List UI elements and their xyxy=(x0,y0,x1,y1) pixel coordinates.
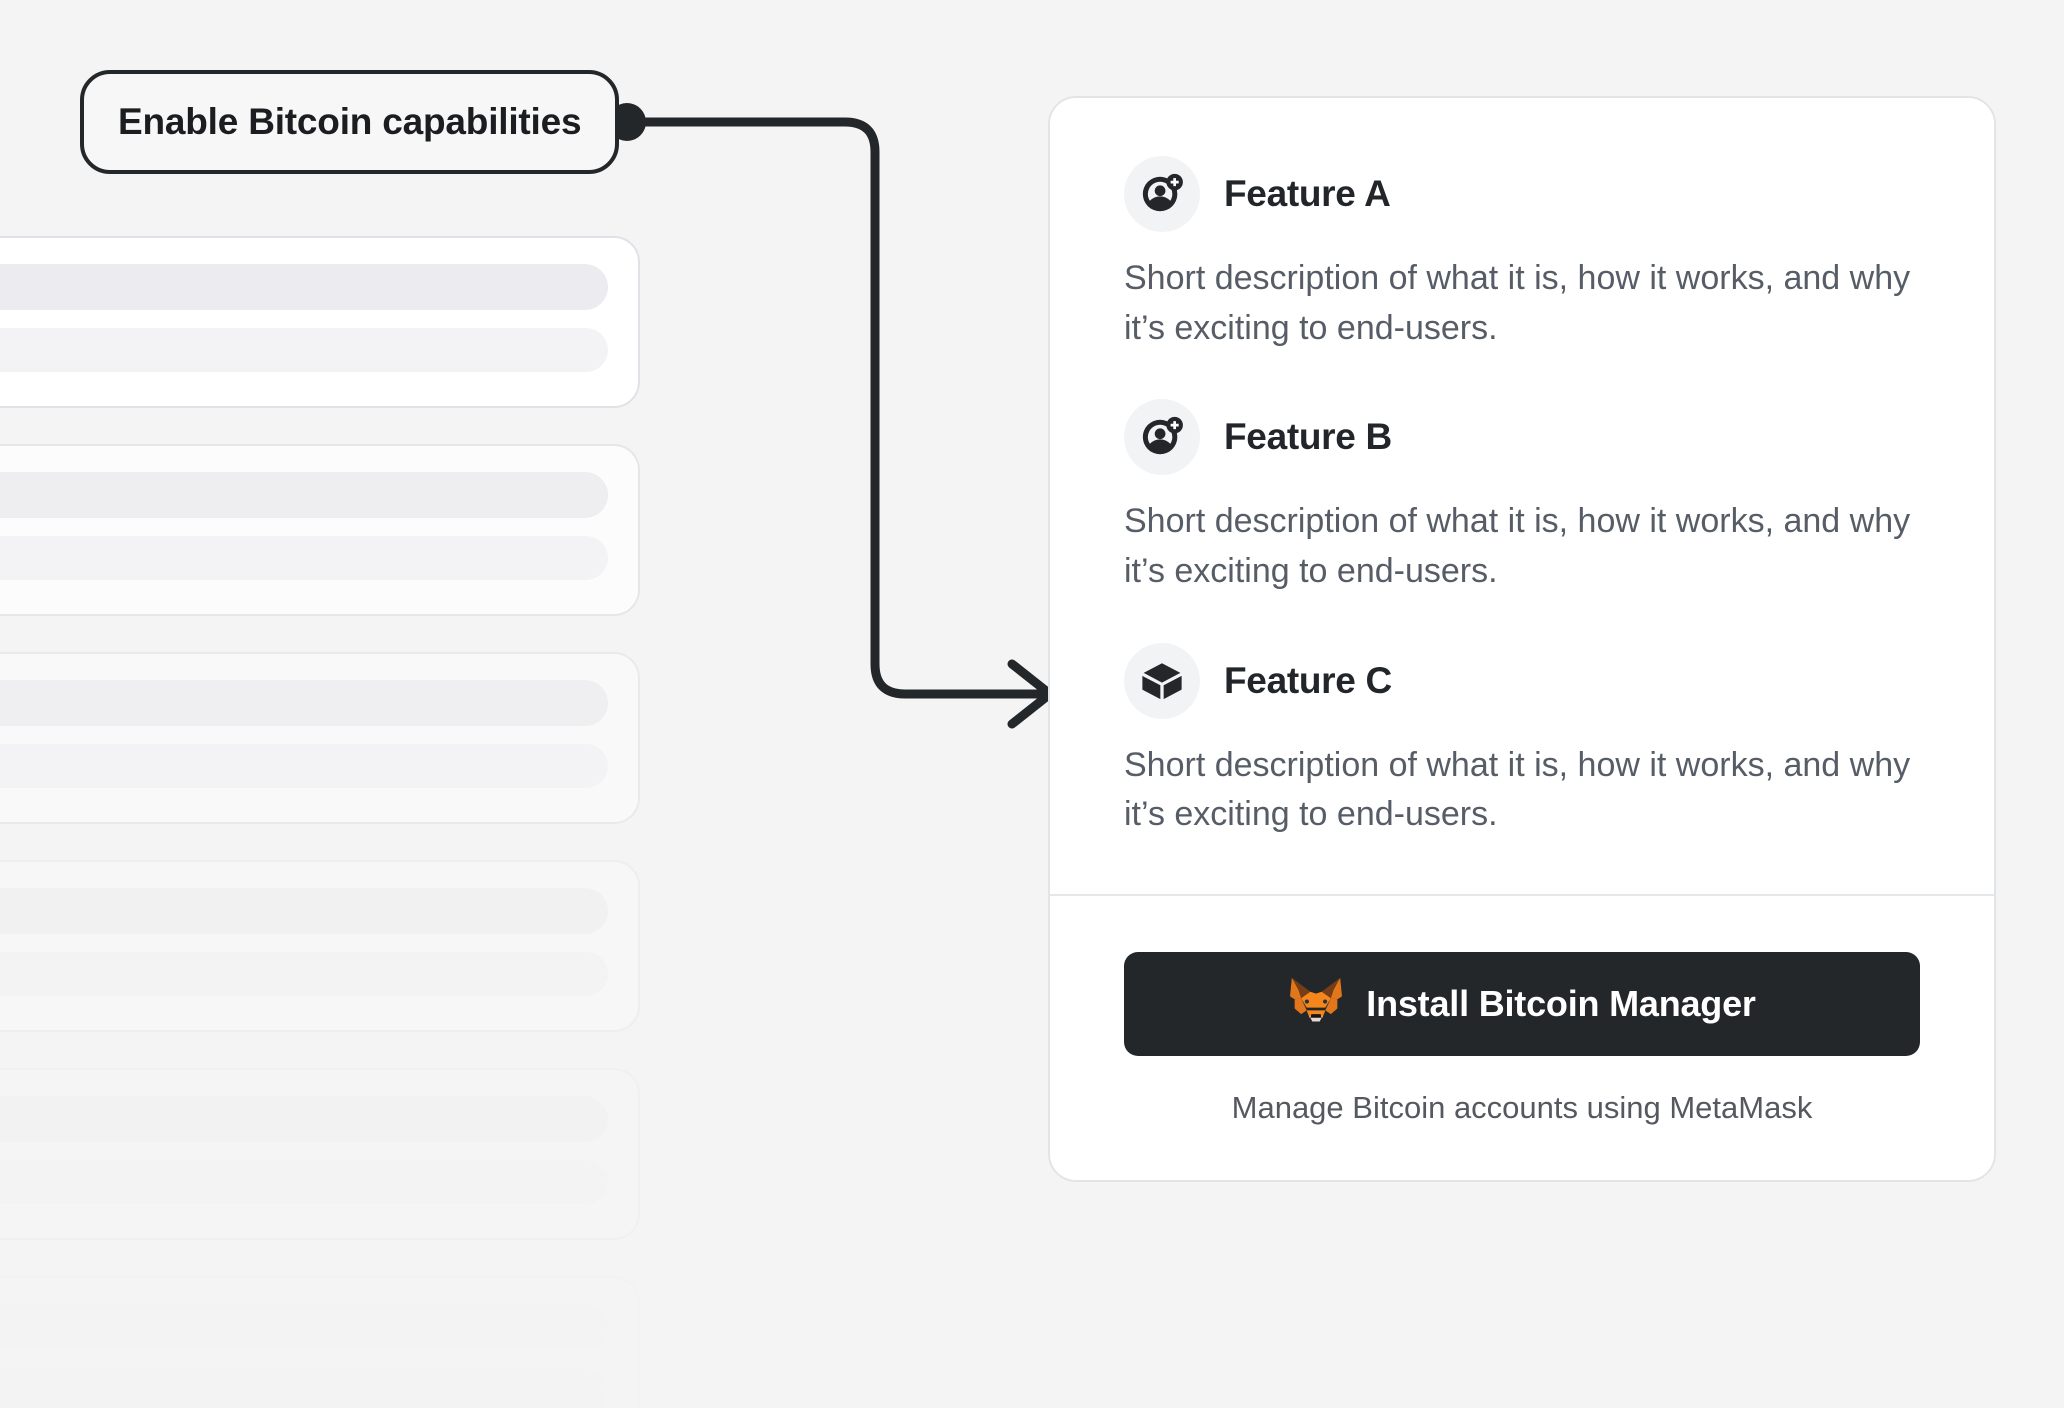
feature-title: Feature C xyxy=(1224,659,1392,701)
panel-footer: Install Bitcoin Manager Manage Bitcoin a… xyxy=(1050,896,1994,1180)
skeleton-bar-secondary xyxy=(0,536,608,580)
skeleton-bar-primary xyxy=(0,680,608,726)
feature-title: Feature B xyxy=(1224,416,1392,458)
skeleton-bar-primary xyxy=(0,264,608,310)
add-account-icon xyxy=(1124,156,1200,232)
install-bitcoin-manager-button[interactable]: Install Bitcoin Manager xyxy=(1124,951,1920,1056)
skeleton-bar-primary xyxy=(0,1304,608,1350)
skeleton-card xyxy=(0,236,640,408)
skeleton-card xyxy=(0,1068,640,1240)
cube-icon xyxy=(1124,642,1200,719)
add-account-icon xyxy=(1124,399,1200,476)
skeleton-bar-primary xyxy=(0,472,608,518)
skeleton-card-list xyxy=(0,236,640,1408)
panel-divider xyxy=(1050,893,1994,896)
feature-heading-row: Feature B xyxy=(1124,399,1920,476)
feature-panel: Feature A Short description of what it i… xyxy=(1048,96,1996,1182)
feature-description: Short description of what it is, how it … xyxy=(1124,745,1911,834)
skeleton-bar-secondary xyxy=(0,1368,608,1408)
skeleton-bar-secondary xyxy=(0,744,608,788)
install-caption: Manage Bitcoin accounts using MetaMask xyxy=(1231,1089,1813,1125)
callout-pill-label: Enable Bitcoin capabilities xyxy=(118,101,582,142)
skeleton-card xyxy=(0,444,640,616)
skeleton-bar-secondary xyxy=(0,1160,608,1204)
feature-item-a: Feature A Short description of what it i… xyxy=(1124,156,1920,353)
install-button-label: Install Bitcoin Manager xyxy=(1366,982,1756,1024)
skeleton-bar-primary xyxy=(0,888,608,934)
feature-list: Feature A Short description of what it i… xyxy=(1050,98,1994,894)
skeleton-card xyxy=(0,1276,640,1408)
feature-title: Feature A xyxy=(1224,173,1391,214)
feature-item-b: Feature B Short description of what it i… xyxy=(1124,399,1920,596)
skeleton-bar-primary xyxy=(0,1096,608,1142)
callout-pill[interactable]: Enable Bitcoin capabilities xyxy=(80,70,620,174)
skeleton-bar-secondary xyxy=(0,952,608,996)
skeleton-bar-secondary xyxy=(0,328,608,372)
metamask-fox-icon xyxy=(1288,976,1344,1031)
feature-description: Short description of what it is, how it … xyxy=(1124,259,1911,347)
feature-item-c: Feature C Short description of what it i… xyxy=(1124,642,1920,840)
feature-description: Short description of what it is, how it … xyxy=(1124,502,1911,590)
feature-heading-row: Feature C xyxy=(1124,642,1920,719)
feature-heading-row: Feature A xyxy=(1124,156,1920,232)
skeleton-card xyxy=(0,652,640,824)
skeleton-card xyxy=(0,860,640,1032)
